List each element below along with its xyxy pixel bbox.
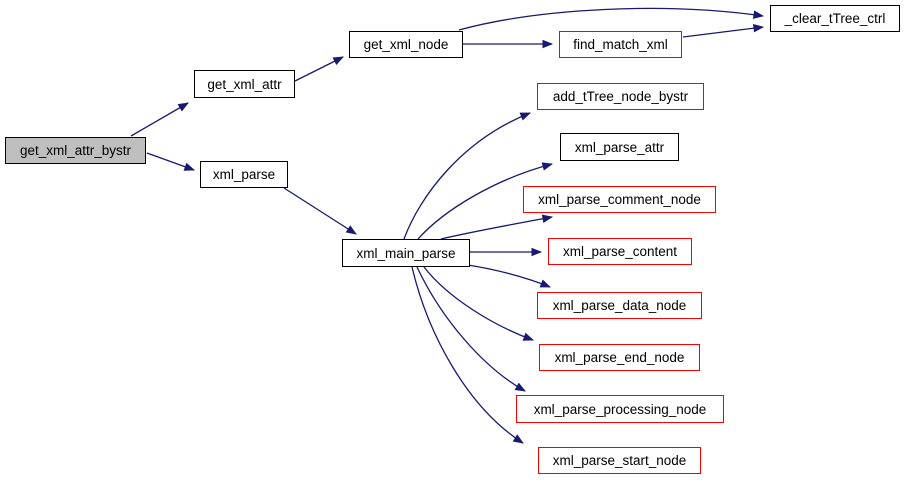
node-clear-ttree-ctrl[interactable]: _clear_tTree_ctrl	[770, 5, 900, 32]
node-xml-main-parse[interactable]: xml_main_parse	[342, 239, 470, 267]
node-find-match-xml[interactable]: find_match_xml	[559, 31, 682, 58]
node-xml-parse-attr[interactable]: xml_parse_attr	[560, 133, 679, 161]
edge-get_xml_attr_bystr-get_xml_attr	[130, 102, 189, 137]
edge-xml_main_parse-add_tTree_node_bystr	[403, 112, 531, 240]
edge-xml_main_parse-xml_parse_data_node	[467, 264, 551, 288]
edge-get_xml_node-_clear_tTree_ctrl	[458, 7, 765, 31]
node-xml-parse-processing-node[interactable]: xml_parse_processing_node	[516, 395, 724, 423]
edge-xml_main_parse-xml_parse_start_node	[411, 266, 524, 444]
node-xml-parse-comment-node[interactable]: xml_parse_comment_node	[523, 186, 716, 213]
node-xml-parse[interactable]: xml_parse	[200, 161, 288, 188]
edge-get_xml_attr-get_xml_node	[294, 56, 344, 82]
node-xml-parse-end-node[interactable]: xml_parse_end_node	[539, 344, 700, 371]
edge-xml_parse-xml_main_parse	[283, 187, 357, 235]
node-get-xml-attr[interactable]: get_xml_attr	[194, 70, 295, 98]
edge-find_match_xml-_clear_tTree_ctrl	[682, 23, 765, 38]
edge-xml_main_parse-xml_parse_attr	[417, 162, 554, 240]
node-get-xml-attr-bystr: get_xml_attr_bystr	[5, 137, 146, 164]
edge-xml_main_parse-xml_parse_end_node	[423, 266, 534, 341]
edge-xml_main_parse-xml_parse_comment_node	[440, 214, 554, 240]
node-xml-parse-content[interactable]: xml_parse_content	[548, 238, 692, 265]
edge-xml_main_parse-xml_parse_processing_node	[416, 266, 526, 392]
node-xml-parse-data-node[interactable]: xml_parse_data_node	[537, 292, 702, 319]
node-add-ttree-node-bystr[interactable]: add_tTree_node_bystr	[537, 83, 704, 110]
node-get-xml-node[interactable]: get_xml_node	[349, 31, 463, 58]
node-xml-parse-start-node[interactable]: xml_parse_start_node	[538, 447, 701, 474]
edge-get_xml_attr_bystr-xml_parse	[146, 152, 195, 171]
